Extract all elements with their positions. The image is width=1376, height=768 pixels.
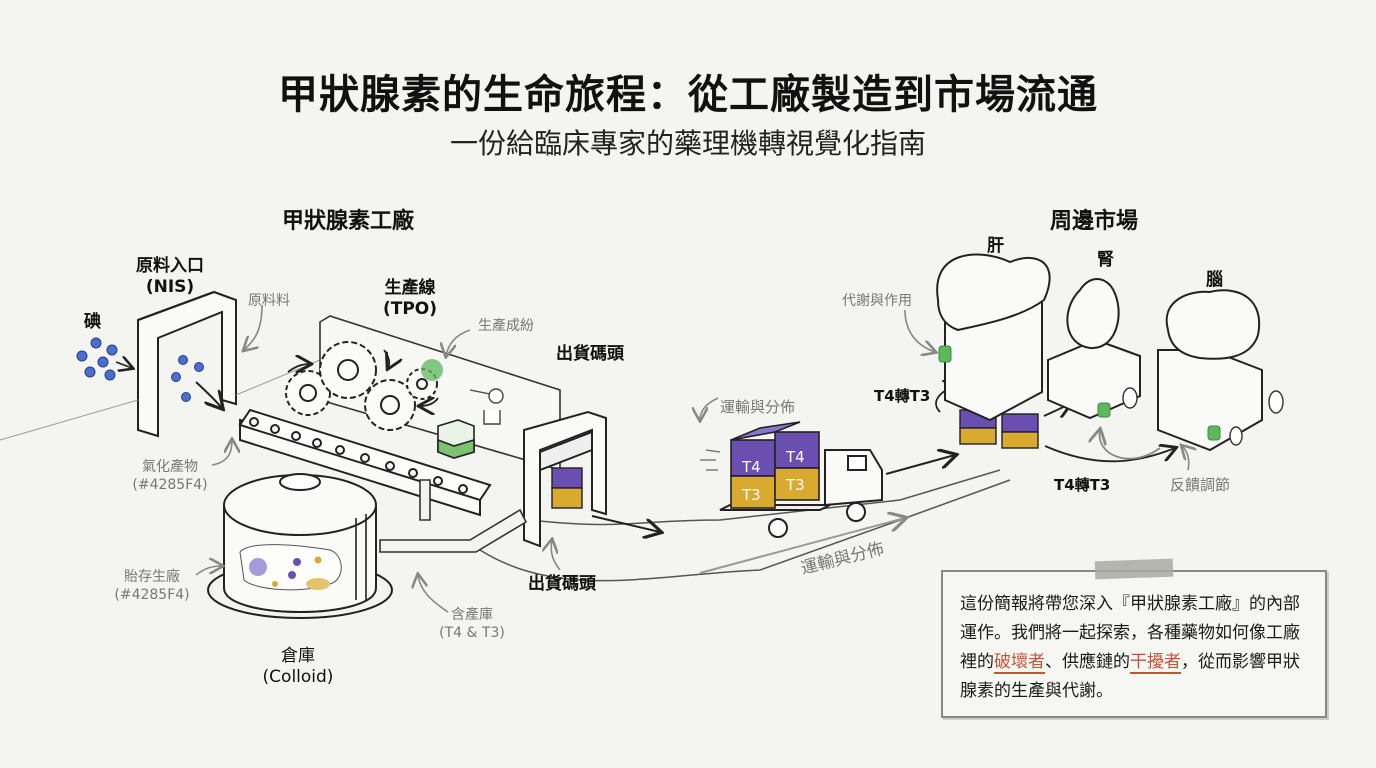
product-note: 生產成紛 [478,318,534,334]
iodine-particles [76,337,204,402]
raw-material-note: 原料料 [248,293,290,309]
storage-note-code: (#4285F4) [114,587,190,604]
convert-label-top: T4轉T3 [874,387,931,405]
info-text-part3: ，從而影響甲狀腺素的生產與代謝。 [960,652,1300,701]
box-t3-label-2: T3 [786,476,805,494]
oxidation-note-code: (#4285F4) [132,477,208,494]
tpo-label-sub: (TPO) [382,299,438,320]
box-t4-label-2: T4 [786,448,805,466]
product-box [437,419,475,459]
info-text-part2: 、供應鏈的 [1045,652,1130,672]
nis-label: 原料入口 (NIS) [120,256,220,299]
nis-label-title: 原料入口 [136,256,204,276]
kidney-label: 腎 [1097,250,1114,270]
nis-label-sub: (NIS) [145,277,195,298]
brain-label: 腦 [1206,270,1223,290]
warehouse-label-title: 倉庫 [281,646,315,666]
market-boxes [959,409,1039,449]
tpo-label: 生產線 (TPO) [360,278,460,321]
storage-note: 貽存生廠 (#4285F4) [112,568,192,604]
factory-section-title: 甲狀腺素工廠 [282,209,415,234]
contains-note: 含產庫 (T4 & T3) [432,606,512,642]
oxidation-note: 氣化產物 (#4285F4) [130,458,210,494]
kidney-building [1047,278,1141,420]
dock-box [551,467,583,509]
box-t4-label: T4 [742,458,761,476]
convert-label-bottom: T4轉T3 [1054,476,1111,494]
info-note-text: 這份簡報將帶您深入『甲狀腺素工廠』的內部運作。我們將一起探索，各種藥物如何像工廠… [960,590,1310,706]
colloid-contents [239,544,342,591]
brain-building [1157,289,1263,452]
kidney-receptor [1097,402,1111,418]
tpo-label-title: 生產線 [384,278,436,298]
oxidation-note-title: 氣化產物 [142,459,198,475]
metabolism-note: 代謝與作用 [842,293,912,309]
shipping-dock [523,410,607,548]
nis-gate [137,290,237,438]
trees [1122,387,1284,446]
warehouse-label-sub: (Colloid) [262,667,334,688]
storage-note-title: 貽存生廠 [124,569,180,585]
green-marker [421,359,443,381]
highlight-interferer: 干擾者 [1130,652,1181,674]
market-section-title: 周邊市場 [1050,209,1139,234]
dock-label-top: 出貨碼頭 [556,344,624,364]
liver-label: 肝 [987,236,1004,256]
pipe [379,479,528,553]
contains-note-title: 含產庫 [451,607,493,623]
dock-label-bottom: 出貨碼頭 [528,574,596,594]
tape-decoration [1094,558,1174,580]
gear-icons [285,341,438,431]
page-title: 甲狀腺素的生命旅程：從工廠製造到市場流通 [278,72,1098,118]
box-t3-label: T3 [742,486,761,504]
iodine-label: 碘 [84,312,101,332]
info-note-card [941,570,1327,718]
truck-cargo-boxes [730,421,820,509]
info-text-part1: 這份簡報將帶您深入『甲狀腺素工廠』的內部運作。我們將一起探索，各種藥物如何像工廠… [960,594,1300,672]
road [479,469,1011,582]
highlight-disruptor: 破壞者 [994,652,1045,674]
gauge-icon [469,388,504,425]
liver-receptor [938,345,952,363]
transport-note-top: 運輸與分佈 [720,398,796,416]
liver-building [936,253,1051,422]
brain-receptor [1207,425,1221,441]
warehouse-label: 倉庫 (Colloid) [248,646,348,689]
feedback-note: 反饋調節 [1170,476,1231,494]
page-subtitle: 一份給臨床專家的藥理機轉視覺化指南 [449,127,926,160]
contains-note-sub: (T4 & T3) [439,625,505,642]
